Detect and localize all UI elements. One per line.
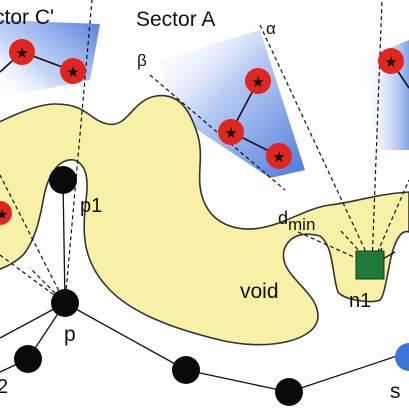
robot-c-1: ★ <box>9 39 35 65</box>
svg-text:★: ★ <box>251 73 264 91</box>
svg-text:★: ★ <box>384 53 397 71</box>
node-s <box>395 343 409 371</box>
label-p: p <box>64 323 76 346</box>
edge-p-mid <box>64 302 187 371</box>
label-dmin-main: d <box>278 208 288 228</box>
robot-left: ★ <box>0 201 12 225</box>
label-n1: n1 <box>349 290 371 312</box>
node-mid <box>172 356 200 384</box>
label-two: 2 <box>0 376 8 398</box>
svg-text:★: ★ <box>224 124 237 142</box>
label-p1: p1 <box>80 195 102 217</box>
void-region <box>0 94 409 346</box>
labels: ctor C' Sector A α β p1 dmin void n1 p s… <box>0 6 401 403</box>
sector-a-region <box>160 30 305 178</box>
graph-nodes <box>14 166 409 406</box>
label-alpha: α <box>266 19 276 38</box>
label-beta: β <box>137 51 147 70</box>
line-beta <box>149 74 286 191</box>
node-p <box>51 289 79 317</box>
node-p1 <box>49 166 77 194</box>
edge-p1-p <box>62 179 66 304</box>
label-s: s <box>390 380 401 403</box>
label-dmin: dmin <box>278 208 315 234</box>
svg-text:★: ★ <box>15 44 28 62</box>
robot-a-1: ★ <box>245 68 271 94</box>
label-sector-a: Sector A <box>136 8 215 31</box>
node-n1 <box>355 250 385 280</box>
robot-a-2: ★ <box>218 119 244 145</box>
line-p-left-a <box>0 174 66 304</box>
label-dmin-sub: min <box>288 215 315 234</box>
label-void: void <box>240 280 279 303</box>
robots: ★ ★ ★ ★ ★ ★ ★ <box>0 39 404 225</box>
robot-right: ★ <box>378 48 404 74</box>
node-bottom <box>275 378 303 406</box>
robot-c-2: ★ <box>60 58 86 84</box>
edge-bottom-s <box>288 351 409 393</box>
line-n1-right-a <box>371 0 383 266</box>
label-sector-c: ctor C' <box>0 6 54 29</box>
svg-text:★: ★ <box>66 63 79 81</box>
edge-mid-bottom <box>185 369 290 393</box>
node-left <box>14 345 42 373</box>
robot-a-3: ★ <box>266 143 292 169</box>
line-alpha <box>259 24 373 266</box>
svg-text:★: ★ <box>272 148 285 166</box>
svg-text:★: ★ <box>0 207 8 223</box>
line-p-up <box>64 0 93 304</box>
